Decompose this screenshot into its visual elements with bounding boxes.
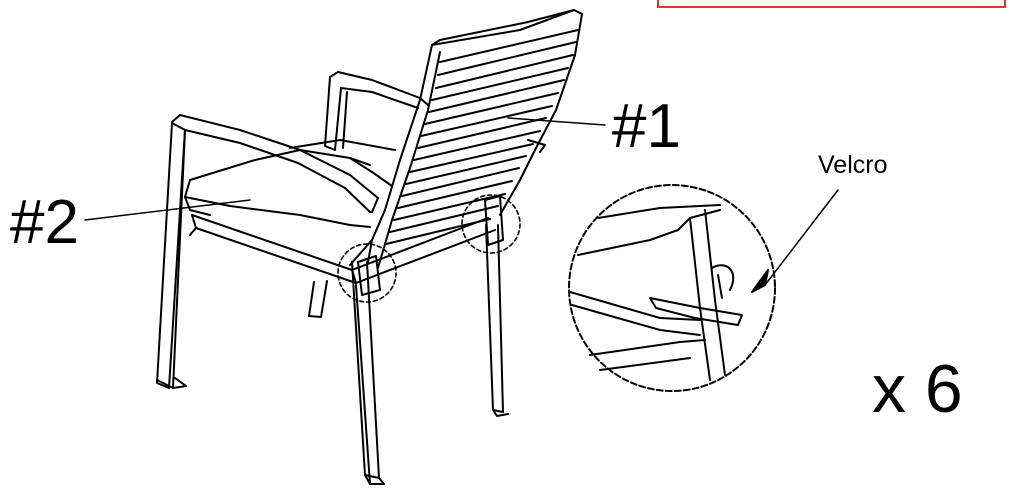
strap-marks (357, 195, 504, 296)
right-armrest (324, 71, 429, 151)
seat-frame (189, 214, 496, 284)
quantity-label: x 6 (872, 351, 963, 427)
velcro-detail-zoom (568, 184, 776, 392)
back-cushion-label: #1 (612, 92, 681, 161)
callout-frame (657, 0, 1006, 8)
front-right-leg (351, 261, 385, 485)
detail-markers (337, 194, 521, 303)
seat-cushion (184, 139, 396, 228)
left-armrest (171, 114, 379, 213)
velcro-arrow-icon (751, 269, 769, 293)
back-right-leg (485, 224, 509, 417)
velcro-label: Velcro (818, 151, 888, 179)
seat-cushion-label: #2 (10, 188, 79, 257)
rear-left-leg (156, 280, 328, 389)
leader-lines (84, 117, 839, 286)
front-left-leg (156, 122, 186, 389)
back-cushion (349, 9, 583, 269)
